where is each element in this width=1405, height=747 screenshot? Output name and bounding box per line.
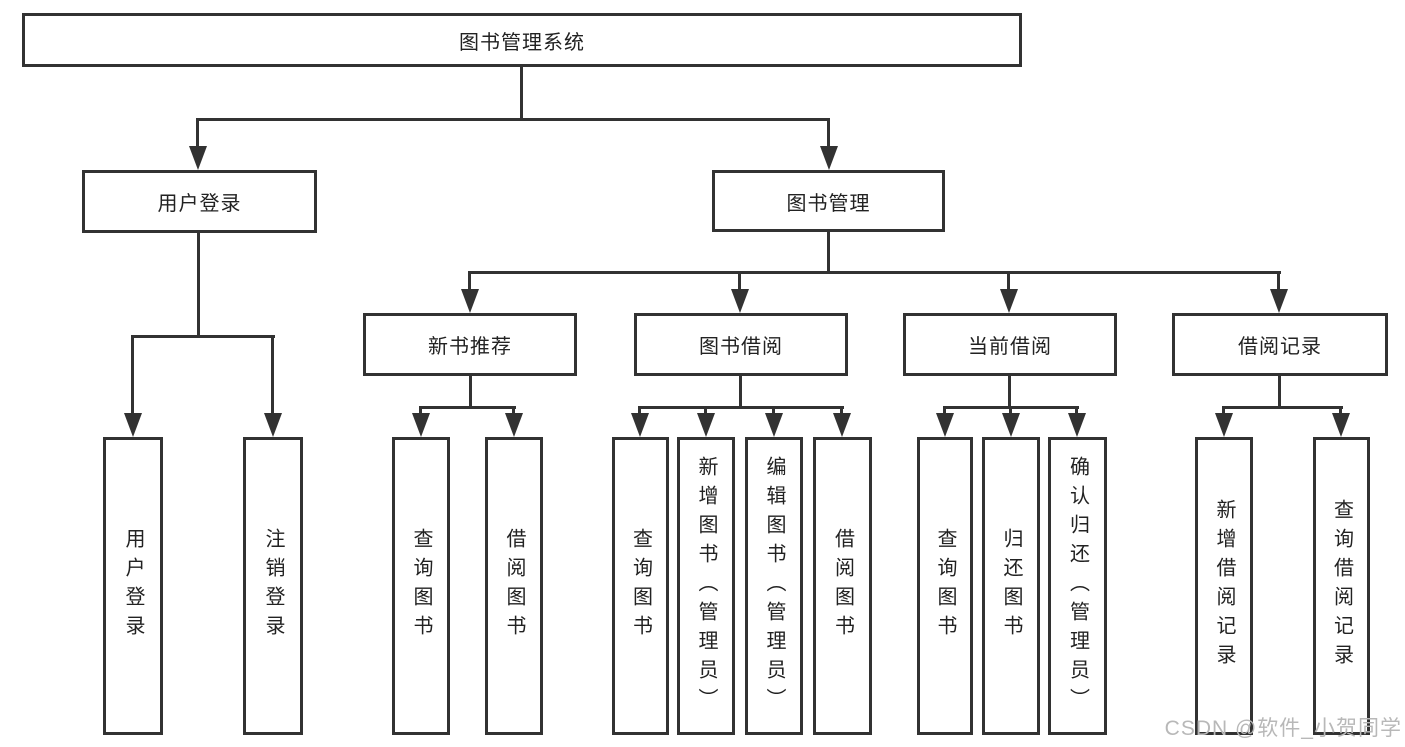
leaf-query-books-3: 查询图书 bbox=[917, 437, 973, 735]
arrow-down-icon bbox=[505, 406, 523, 437]
watermark: CSDN @软件_小贺同学 bbox=[1164, 717, 1402, 740]
node-label: 查询图书 bbox=[629, 528, 652, 644]
connector-line bbox=[197, 233, 200, 338]
node-label: 当前借阅 bbox=[968, 336, 1052, 358]
arrow-down-icon bbox=[936, 406, 954, 437]
leaf-query-books-2: 查询图书 bbox=[612, 437, 669, 735]
arrow-down-icon bbox=[189, 118, 207, 170]
node-label: 图书管理 bbox=[786, 192, 871, 215]
node-label: 查询借阅记录 bbox=[1330, 499, 1353, 673]
node-label: 图书管理系统 bbox=[459, 31, 585, 54]
node-label: 图书借阅 bbox=[699, 336, 783, 358]
arrow-down-icon bbox=[1068, 406, 1086, 437]
connector-line bbox=[469, 271, 1281, 274]
arrow-down-icon bbox=[124, 335, 142, 437]
leaf-return-book: 归还图书 bbox=[982, 437, 1040, 735]
node-label: 新增图书（管理员） bbox=[695, 455, 717, 717]
node-label: 编辑图书（管理员） bbox=[763, 455, 785, 717]
arrow-down-icon bbox=[1000, 271, 1018, 313]
node-label: 借阅图书 bbox=[503, 528, 525, 644]
connector-line bbox=[520, 67, 523, 118]
node-user-login: 用户登录 bbox=[82, 170, 317, 233]
arrow-down-icon bbox=[697, 406, 715, 437]
node-label: 用户登录 bbox=[122, 528, 144, 644]
node-root: 图书管理系统 bbox=[22, 13, 1022, 67]
connector-line bbox=[132, 335, 275, 338]
node-label: 用户登录 bbox=[157, 193, 242, 215]
connector-line bbox=[469, 376, 472, 409]
arrow-down-icon bbox=[1332, 406, 1350, 437]
leaf-edit-book-admin: 编辑图书（管理员） bbox=[745, 437, 803, 735]
arrow-down-icon bbox=[412, 406, 430, 437]
leaf-confirm-return-admin: 确认归还（管理员） bbox=[1048, 437, 1107, 735]
arrow-down-icon bbox=[631, 406, 649, 437]
leaf-logout: 注销登录 bbox=[243, 437, 303, 735]
arrow-down-icon bbox=[833, 406, 851, 437]
leaf-add-book-admin: 新增图书（管理员） bbox=[677, 437, 735, 735]
arrow-down-icon bbox=[1270, 271, 1288, 313]
leaf-borrow-books-1: 借阅图书 bbox=[485, 437, 543, 735]
arrow-down-icon bbox=[820, 118, 838, 170]
connector-line bbox=[420, 406, 516, 409]
leaf-add-borrow-record: 新增借阅记录 bbox=[1195, 437, 1253, 735]
connector-line bbox=[1278, 376, 1281, 409]
node-label: 查询图书 bbox=[934, 528, 956, 644]
connector-line bbox=[639, 406, 844, 409]
arrow-down-icon bbox=[461, 271, 479, 313]
connector-line bbox=[1223, 406, 1343, 409]
arrow-down-icon bbox=[765, 406, 783, 437]
node-label: 查询图书 bbox=[410, 528, 432, 644]
node-label: 借阅记录 bbox=[1238, 336, 1322, 358]
node-book-borrow: 图书借阅 bbox=[634, 313, 848, 376]
connector-line bbox=[1008, 376, 1011, 409]
node-label: 新书推荐 bbox=[428, 336, 512, 358]
arrow-down-icon bbox=[1215, 406, 1233, 437]
connector-line bbox=[197, 118, 830, 121]
arrow-down-icon bbox=[264, 335, 282, 437]
node-current-borrow: 当前借阅 bbox=[903, 313, 1117, 376]
node-label: 借阅图书 bbox=[831, 528, 854, 644]
node-label: 新增借阅记录 bbox=[1213, 499, 1235, 673]
node-label: 归还图书 bbox=[1000, 528, 1022, 644]
leaf-borrow-books-2: 借阅图书 bbox=[813, 437, 872, 735]
connector-line bbox=[827, 232, 830, 274]
node-label: 确认归还（管理员） bbox=[1066, 455, 1089, 717]
arrow-down-icon bbox=[731, 271, 749, 313]
node-label: 注销登录 bbox=[262, 528, 284, 644]
node-borrow-records: 借阅记录 bbox=[1172, 313, 1388, 376]
leaf-user-login: 用户登录 bbox=[103, 437, 163, 735]
node-new-book-recommend: 新书推荐 bbox=[363, 313, 577, 376]
leaf-query-borrow-record: 查询借阅记录 bbox=[1313, 437, 1370, 735]
arrow-down-icon bbox=[1002, 406, 1020, 437]
connector-line bbox=[739, 376, 742, 409]
node-book-management: 图书管理 bbox=[712, 170, 945, 232]
leaf-query-books-1: 查询图书 bbox=[392, 437, 450, 735]
